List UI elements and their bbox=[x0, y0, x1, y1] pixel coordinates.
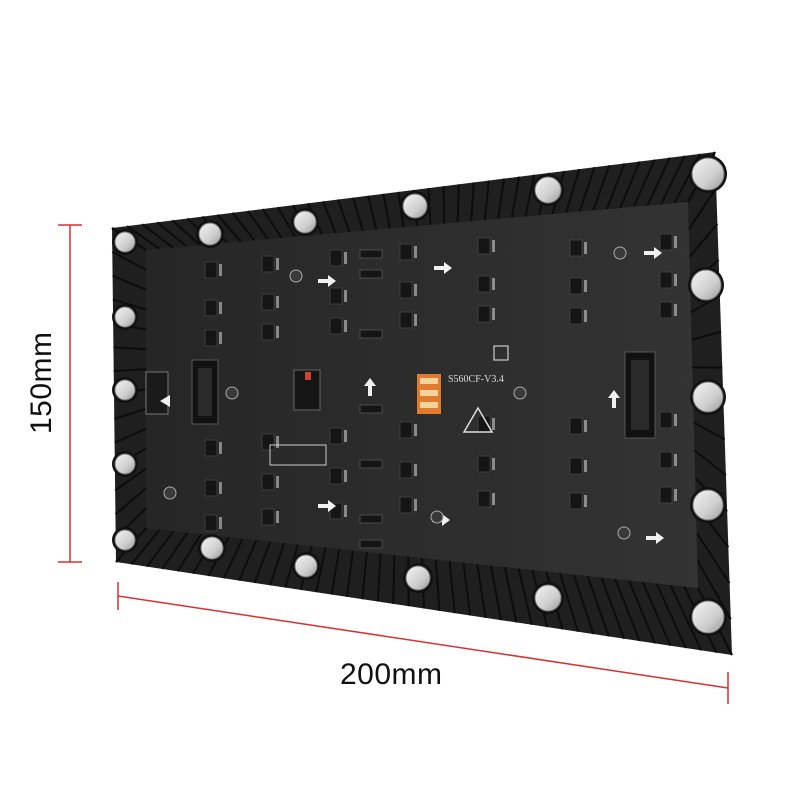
height-dimension-line bbox=[58, 224, 82, 563]
hub-connector-left bbox=[191, 359, 219, 425]
chip-label-block bbox=[417, 374, 441, 414]
height-label: 150mm bbox=[25, 331, 58, 434]
hub-connector-right bbox=[624, 351, 656, 439]
warning-triangle-icon bbox=[462, 406, 494, 433]
capacitors bbox=[163, 246, 631, 540]
white-label-strip bbox=[269, 444, 327, 466]
width-label: 200mm bbox=[340, 658, 443, 691]
power-connector bbox=[293, 369, 321, 411]
board-model-text: S560CF-V3.4 bbox=[448, 374, 504, 385]
width-dimension-line bbox=[117, 582, 729, 704]
pin-header bbox=[145, 371, 169, 415]
recycle-icon bbox=[493, 345, 509, 361]
magnets bbox=[112, 155, 727, 636]
driver-chips bbox=[204, 233, 677, 549]
